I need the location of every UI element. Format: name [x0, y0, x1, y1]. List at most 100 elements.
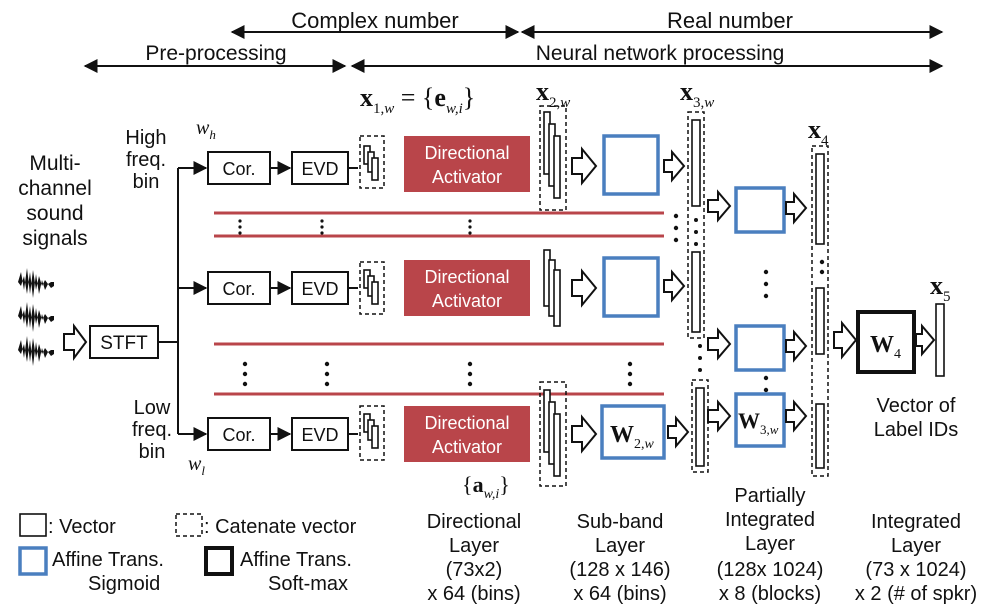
svg-text:EVD: EVD: [301, 425, 338, 445]
arrow-icon: [785, 399, 808, 433]
svg-text:EVD: EVD: [301, 279, 338, 299]
svg-text:x 64 (bins): x 64 (bins): [427, 583, 520, 605]
evd-box: [291, 151, 349, 185]
svg-text:(128 x 146): (128 x 146): [569, 559, 670, 581]
svg-text:Multi-: Multi-: [29, 152, 80, 175]
stft-label: STFT: [100, 333, 148, 354]
x4-catenate: [811, 145, 829, 477]
legend: : Vector : Catenate vector Affine Trans.…: [18, 513, 357, 595]
arrow-icon: [707, 327, 732, 361]
stft-box: [89, 325, 159, 359]
svg-text:bin: bin: [133, 171, 160, 193]
header-complex: Complex number: [230, 8, 520, 39]
arrow-icon: [915, 323, 936, 357]
x1-label: x1,w = {ew,i}: [360, 83, 475, 117]
a-label: {aw,i}: [462, 472, 510, 502]
softmax-affine: [856, 310, 916, 374]
svg-text:Directional: Directional: [424, 143, 509, 163]
arrow-icon: [785, 191, 808, 225]
partial-affine-1: [734, 186, 786, 234]
svg-text:(73 x 1024): (73 x 1024): [865, 559, 966, 581]
legend-vector-label: : Vector: [48, 516, 116, 538]
svg-text:Directional: Directional: [427, 511, 521, 533]
svg-text:Directional: Directional: [424, 267, 509, 287]
arrow-icon: [833, 320, 858, 360]
arrow-icon: [663, 149, 686, 183]
arrow-icon: [785, 329, 808, 363]
svg-text:(73x2): (73x2): [446, 559, 503, 581]
svg-text:Activator: Activator: [432, 437, 502, 457]
cor-box: [207, 271, 271, 305]
x5-vector: [935, 303, 945, 377]
svg-text:Vector of: Vector of: [877, 395, 956, 417]
x2-catenate-mid: [543, 249, 561, 327]
svg-text:(128x 1024): (128x 1024): [717, 559, 824, 581]
svg-text:channel: channel: [18, 177, 92, 200]
svg-text:Integrated: Integrated: [725, 509, 815, 531]
legend-softmax-label-1: Affine Trans.: [240, 549, 352, 571]
band-separators: [214, 211, 664, 396]
svg-text:Integrated: Integrated: [871, 511, 961, 533]
svg-text:Partially: Partially: [734, 485, 805, 507]
legend-sigmoid-label-1: Affine Trans.: [52, 549, 164, 571]
preprocessing-label: Pre-processing: [145, 42, 286, 65]
arrow-icon: [571, 414, 598, 454]
wl-label: wl: [188, 453, 205, 478]
svg-text:Sub-band: Sub-band: [577, 511, 664, 533]
x4-label: x4: [808, 115, 829, 149]
directional-activator-low: Directional Activator: [404, 406, 530, 462]
integrated-layer-desc: Integrated Layer (73 x 1024) x 2 (# of s…: [855, 511, 977, 605]
svg-text:Cor.: Cor.: [222, 425, 255, 445]
svg-text:Layer: Layer: [595, 535, 645, 557]
ellipsis-dots: [238, 213, 825, 393]
legend-softmax-swatch: [204, 546, 234, 576]
legend-sigmoid-swatch: [18, 546, 48, 576]
arrow-icon: [571, 268, 598, 308]
x3-catenate: [687, 111, 709, 473]
subband-layer-desc: Sub-band Layer (128 x 146) x 64 (bins): [569, 511, 670, 605]
real-label: Real number: [667, 8, 793, 33]
svg-text:Activator: Activator: [432, 167, 502, 187]
output-label: Vector of Label IDs: [874, 395, 959, 441]
svg-text:freq.: freq.: [126, 149, 166, 171]
legend-sigmoid-label-2: Sigmoid: [88, 573, 160, 595]
svg-text:freq.: freq.: [132, 419, 172, 441]
legend-catenate-swatch: [175, 513, 203, 537]
catenate-vector: [359, 135, 385, 189]
neural-label: Neural network processing: [536, 42, 785, 65]
x2-catenate-high: [539, 105, 567, 211]
legend-softmax-label-2: Soft-max: [268, 573, 348, 595]
wh-label: wh: [196, 117, 216, 142]
cor-box: [207, 151, 271, 185]
input-arrow: [63, 323, 88, 361]
catenate-vector: [359, 405, 385, 461]
svg-text:Cor.: Cor.: [222, 159, 255, 179]
svg-text:High: High: [125, 127, 166, 149]
header-neural: Neural network processing: [350, 42, 944, 73]
split-lines: [158, 161, 208, 441]
partial-affine-3: [734, 392, 786, 448]
high-freq-label: High freq. bin: [125, 127, 166, 193]
x5-label: x5: [930, 271, 951, 305]
complex-label: Complex number: [291, 8, 459, 33]
x3-label: x3,w: [680, 77, 714, 111]
x2-catenate-low: [539, 381, 567, 487]
svg-text:Cor.: Cor.: [222, 279, 255, 299]
subband-affine-high: [602, 134, 660, 196]
directional-layer-desc: Directional Layer (73x2) x 64 (bins): [427, 511, 521, 605]
svg-text:signals: signals: [22, 227, 87, 250]
w4-label: W4: [870, 332, 901, 362]
arrow-icon: [707, 189, 732, 223]
low-freq-label: Low freq. bin: [132, 397, 172, 463]
partial-layer-desc: Partially Integrated Layer (128x 1024) x…: [717, 485, 824, 605]
svg-text:Layer: Layer: [449, 535, 499, 557]
arrow-icon: [707, 399, 732, 433]
row-high: Cor. EVD: [207, 135, 385, 189]
svg-text:x 8 (blocks): x 8 (blocks): [719, 583, 821, 605]
arrow-icon: [667, 415, 690, 449]
svg-text:Layer: Layer: [745, 533, 795, 555]
subband-affine-low: [600, 404, 666, 460]
svg-text:Directional: Directional: [424, 413, 509, 433]
waveform-icon: [18, 268, 54, 366]
